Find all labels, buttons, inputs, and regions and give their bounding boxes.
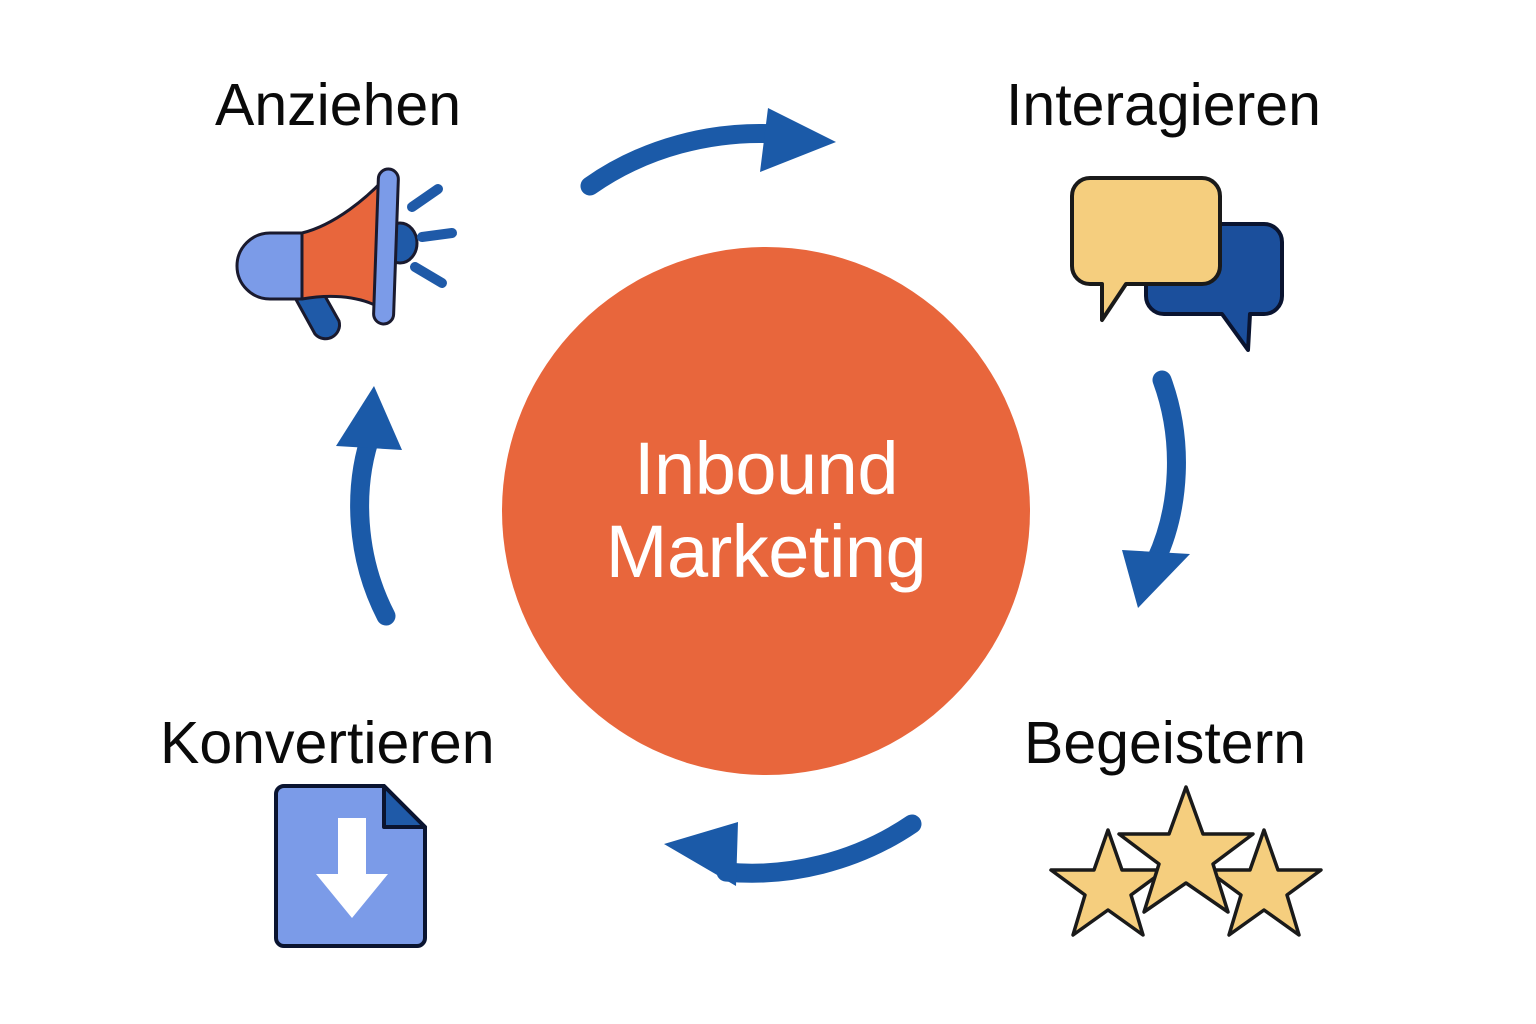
hub-circle: Inbound Marketing — [502, 247, 1030, 775]
arrow-attract-to-engage — [580, 108, 844, 204]
speech-bubbles-icon — [1068, 168, 1308, 358]
hub-label: Inbound Marketing — [605, 427, 927, 593]
star-left — [1049, 828, 1167, 937]
three-stars-icon — [1046, 782, 1326, 937]
download-document-icon — [272, 778, 437, 953]
megaphone-icon — [235, 155, 470, 345]
stage-label-delight: Begeistern — [1024, 710, 1307, 776]
arrow-convert-to-attract — [318, 378, 436, 630]
stage-label-attract: Anziehen — [215, 72, 462, 138]
stage-label-engage: Interagieren — [1006, 72, 1321, 138]
star-right — [1205, 828, 1323, 937]
stage-label-convert: Konvertieren — [160, 710, 495, 776]
arrow-delight-to-convert — [658, 806, 922, 902]
arrow-engage-to-delight — [1108, 368, 1226, 616]
star-center — [1117, 785, 1255, 914]
